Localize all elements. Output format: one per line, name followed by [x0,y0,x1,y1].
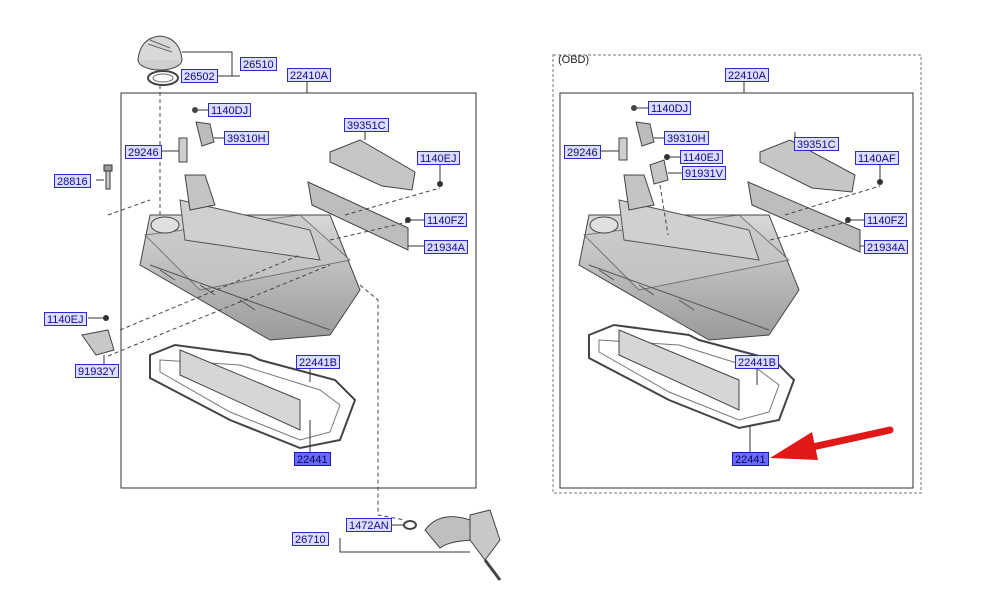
label-21934a-right[interactable]: 21934A [864,240,908,254]
label-91932y[interactable]: 91932Y [75,364,119,378]
valve-cover-right [578,174,800,341]
pointer-arrow [770,426,894,460]
breather-hose [339,509,502,581]
label-26502[interactable]: 26502 [181,69,218,83]
label-39351c-left[interactable]: 39351C [344,118,389,132]
left-panel-frame [120,92,477,489]
baffle-plate [307,181,424,251]
label-26510[interactable]: 26510 [240,57,277,71]
label-22410a-right[interactable]: 22410A [725,68,769,82]
pcv-valve [160,137,188,163]
cam-sensor-right [631,105,664,147]
valve-cover-left [139,174,361,341]
leader-gasket-right [749,370,758,452]
label-1140ej-right-left[interactable]: 1140EJ [417,151,460,165]
label-22410a-left[interactable]: 22410A [287,68,331,82]
baffle-plate-right [747,181,864,253]
gasket-left [149,343,357,455]
bolts-right [405,164,443,223]
bracket-39351c [329,132,416,191]
label-28816[interactable]: 28816 [54,174,91,188]
label-39310h-right[interactable]: 39310H [664,131,709,145]
label-1140dj-right[interactable]: 1140DJ [648,101,692,115]
label-1140fz-right[interactable]: 1140FZ [864,213,908,227]
label-1140fz-left[interactable]: 1140FZ [424,213,468,227]
stud-bolt [96,164,113,190]
label-21934a-left[interactable]: 21934A [424,240,468,254]
label-1472an[interactable]: 1472AN [346,518,392,532]
label-29246-left[interactable]: 29246 [125,145,162,159]
label-1140dj-left[interactable]: 1140DJ [208,103,252,117]
label-22441-left[interactable]: 22441 [294,452,331,466]
label-39351c-right[interactable]: 39351C [794,137,839,151]
obd-title: (OBD) [558,54,590,66]
cam-sensor [192,107,224,147]
label-22441b-right[interactable]: 22441B [735,355,779,369]
small-bracket-right [649,154,682,185]
label-22441-right[interactable]: 22441 [732,452,769,466]
guide-lines-left [107,85,441,521]
guide-lines-right [659,184,881,241]
label-22441b-left[interactable]: 22441B [296,355,340,369]
oil-filler-cap [137,35,183,71]
obd-outer-frame [552,54,922,494]
label-29246-right[interactable]: 29246 [564,145,601,159]
pcv-valve-right [600,137,628,161]
bolts-right-panel [845,164,883,223]
bracket-91932y [81,315,115,370]
label-91931v[interactable]: 91931V [682,166,726,180]
filler-cap-seal [147,70,179,86]
label-1140ej-right[interactable]: 1140EJ [680,150,723,164]
label-1140af[interactable]: 1140AF [855,151,899,165]
label-1140ej-left[interactable]: 1140EJ [44,312,87,326]
label-26710[interactable]: 26710 [292,532,329,546]
label-39310h-left[interactable]: 39310H [224,131,269,145]
gasket-right [588,323,796,430]
right-panel-frame [559,92,914,489]
